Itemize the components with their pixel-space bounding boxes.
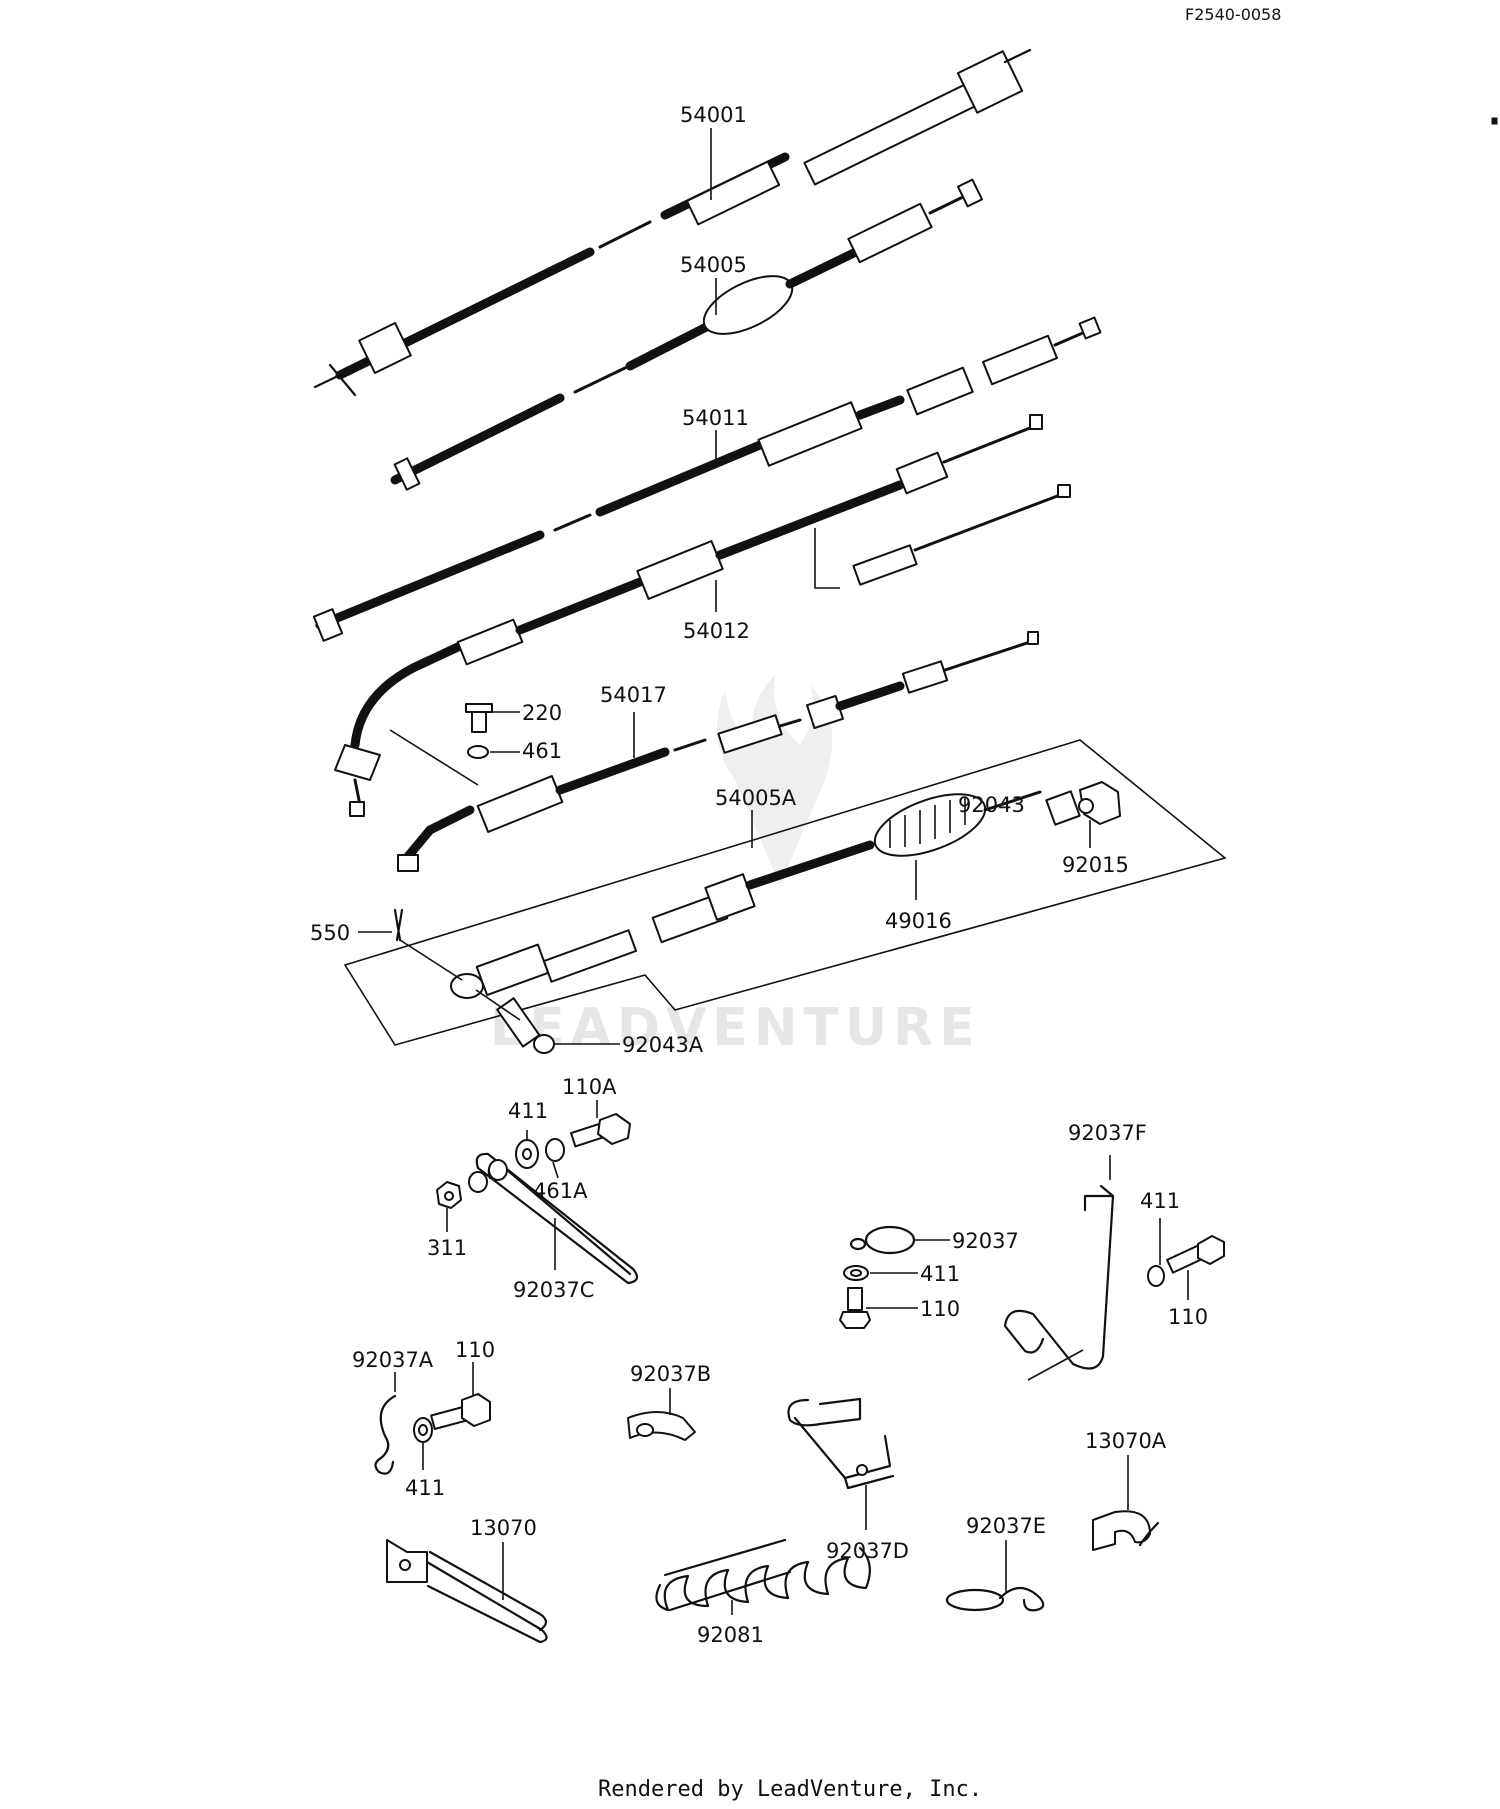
throttle-cable-54011[interactable] xyxy=(312,316,1102,642)
callout-110-left: 110 xyxy=(455,1338,495,1362)
watermark-text: LEADVENTURE xyxy=(490,998,981,1058)
footer-credit: Rendered by LeadVenture, Inc. xyxy=(598,1777,982,1802)
callout-13070A: 13070A xyxy=(1085,1429,1167,1453)
bolt-110-right[interactable] xyxy=(1166,1235,1225,1274)
callout-54011: 54011 xyxy=(682,406,749,430)
callout-92037A: 92037A xyxy=(352,1348,434,1372)
callout-110-right: 110 xyxy=(1168,1305,1208,1329)
callout-411-center: 411 xyxy=(920,1262,960,1286)
cable-54017[interactable] xyxy=(397,631,1039,872)
washer-411-upper-left[interactable] xyxy=(515,1139,539,1169)
callout-13070: 13070 xyxy=(470,1516,537,1540)
callout-54005A: 54005A xyxy=(715,786,797,810)
corner-mark xyxy=(1491,117,1498,125)
clamp-92037B[interactable] xyxy=(627,1411,696,1441)
washer-461A[interactable] xyxy=(545,1138,565,1162)
bracket-13070A[interactable] xyxy=(1092,1510,1160,1551)
callout-54012: 54012 xyxy=(683,619,750,643)
callout-110A: 110A xyxy=(562,1075,617,1099)
leader-550-to-end xyxy=(399,939,463,981)
nut-92015[interactable] xyxy=(1078,781,1121,825)
callout-92043A: 92043A xyxy=(622,1033,704,1057)
clutch-cable-49016[interactable] xyxy=(450,782,1042,999)
callout-411-left: 411 xyxy=(405,1476,445,1500)
clamp-92037C[interactable] xyxy=(468,1152,639,1285)
callout-311: 311 xyxy=(427,1236,467,1260)
callout-92081: 92081 xyxy=(697,1623,764,1647)
callout-49016: 49016 xyxy=(885,909,952,933)
bolt-110-center[interactable] xyxy=(839,1287,871,1329)
washer-411-center[interactable] xyxy=(843,1265,869,1281)
pin-92043A[interactable] xyxy=(496,997,555,1054)
callout-461: 461 xyxy=(522,739,562,763)
bolt-110A[interactable] xyxy=(570,1113,631,1148)
leader-461-bracket xyxy=(389,729,479,786)
kit-frame-54005A xyxy=(343,739,1227,1046)
collar-92043[interactable] xyxy=(1045,790,1081,826)
callout-411-right: 411 xyxy=(1140,1189,1180,1213)
spring-92081[interactable] xyxy=(655,1538,871,1612)
washer-411-right[interactable] xyxy=(1147,1265,1165,1287)
callout-54005: 54005 xyxy=(680,253,747,277)
cotter-pin-550[interactable] xyxy=(393,908,404,942)
screw-220[interactable] xyxy=(465,703,493,733)
callout-92037B: 92037B xyxy=(630,1362,711,1386)
throttle-cable-54012[interactable] xyxy=(334,414,1071,817)
clamp-92037D[interactable] xyxy=(787,1397,895,1490)
bracket-13070[interactable] xyxy=(386,1539,548,1644)
speedometer-cable-54001[interactable] xyxy=(313,48,1032,397)
callout-110-center: 110 xyxy=(920,1297,960,1321)
clamp-92037F[interactable] xyxy=(1003,1184,1115,1381)
watermark: LEADVENTURE xyxy=(490,675,981,1058)
callout-92037D: 92037D xyxy=(826,1539,909,1563)
callout-54001: 54001 xyxy=(680,103,747,127)
callout-92037: 92037 xyxy=(952,1229,1019,1253)
clamp-92037[interactable] xyxy=(849,1225,916,1255)
callout-92015: 92015 xyxy=(1062,853,1129,877)
callout-92037E: 92037E xyxy=(966,1514,1046,1538)
callout-92037F: 92037F xyxy=(1068,1121,1147,1145)
bolt-110-left[interactable] xyxy=(430,1393,491,1431)
clutch-cable-54005[interactable] xyxy=(390,178,984,491)
diagram-code: F2540-0058 xyxy=(1185,5,1281,24)
washer-411-left[interactable] xyxy=(413,1417,433,1443)
callout-220: 220 xyxy=(522,701,562,725)
clamp-92037E[interactable] xyxy=(945,1586,1045,1612)
callout-550: 550 xyxy=(310,921,350,945)
washer-461[interactable] xyxy=(467,745,489,759)
clamp-92037A[interactable] xyxy=(374,1394,397,1475)
nut-311[interactable] xyxy=(436,1181,462,1209)
callout-92037C: 92037C xyxy=(513,1278,594,1302)
callout-411-upper-left: 411 xyxy=(508,1099,548,1123)
leader-92043A-pin xyxy=(475,989,521,1021)
leader-461A xyxy=(552,1161,559,1179)
callout-54017: 54017 xyxy=(600,683,667,707)
callout-92043: 92043 xyxy=(958,793,1025,817)
